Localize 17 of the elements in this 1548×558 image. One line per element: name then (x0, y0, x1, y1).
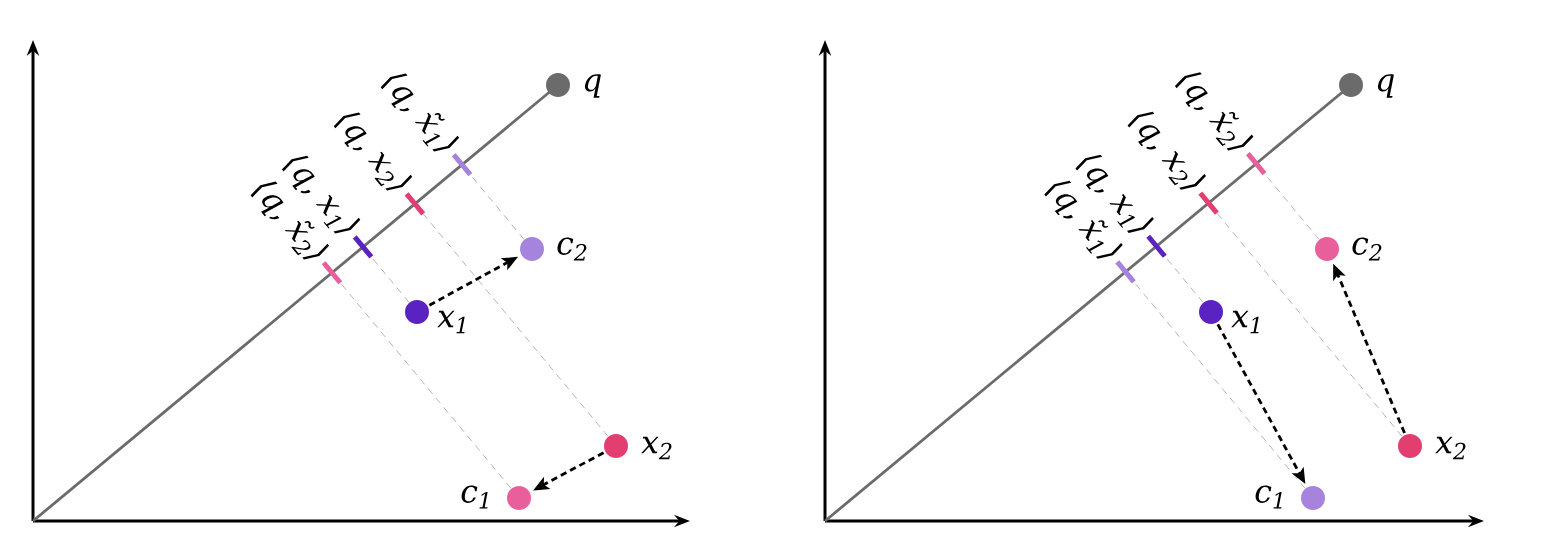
point-label: c$_{1}$ (461, 485, 488, 509)
projection-line (371, 256, 410, 303)
point-label: x$_{1}$ (1231, 310, 1259, 334)
point-label: x$_{2}$ (641, 436, 672, 460)
point-label: x$_{1}$ (437, 310, 465, 334)
point-label: c$_{1}$ (1255, 485, 1282, 509)
projection-line (470, 174, 525, 240)
point-label: c$_{2}$ (1352, 237, 1382, 261)
point-label: q (1377, 74, 1394, 98)
point-label: q (584, 74, 601, 98)
projection-line (422, 213, 609, 437)
projection-line (1133, 281, 1306, 489)
projection-line (340, 282, 512, 489)
projection-line (1164, 256, 1204, 303)
projection-line (1216, 212, 1403, 437)
point-label: c$_{2}$ (557, 237, 587, 261)
point-label: x$_{2}$ (1435, 436, 1466, 460)
